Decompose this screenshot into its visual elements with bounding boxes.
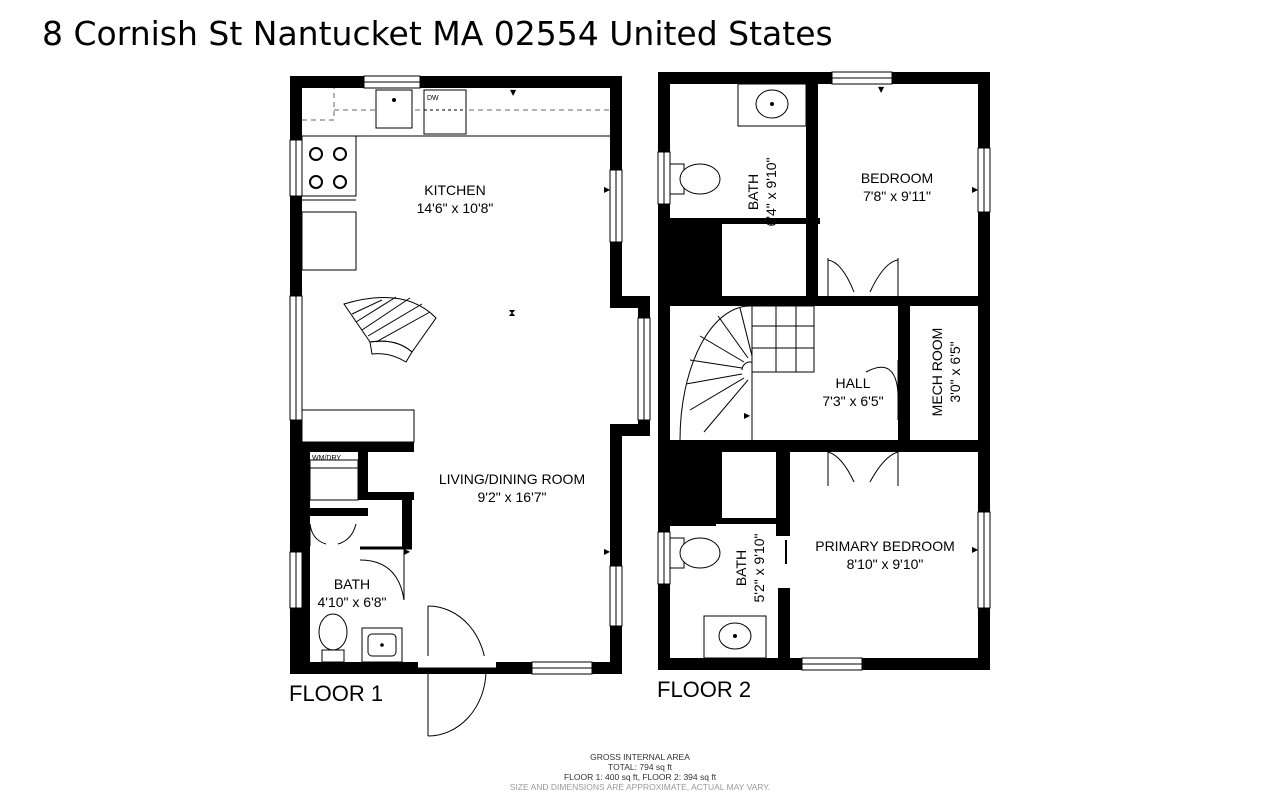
- room-dimensions: 9'2" x 16'7": [478, 489, 547, 505]
- room-dimensions: 14'6" x 10'8": [417, 200, 494, 216]
- dishwasher-icon: [423, 89, 467, 135]
- room-name: BEDROOM: [861, 170, 933, 186]
- svg-text:▶: ▶: [744, 411, 751, 420]
- svg-text:▲: ▲: [856, 441, 863, 450]
- floor1-wall-top: [290, 76, 622, 88]
- area-total: TOTAL: 794 sq ft: [608, 762, 672, 772]
- room-dimensions: 7'8" x 9'11": [863, 188, 931, 204]
- room-dimensions: 8'10" x 9'10": [847, 556, 924, 572]
- svg-text:▲: ▲: [718, 657, 725, 666]
- room-name: MECH ROOM: [929, 328, 945, 417]
- page-title: 8 Cornish St Nantucket MA 02554 United S…: [42, 14, 833, 53]
- room-name: KITCHEN: [424, 182, 485, 198]
- room-name: BATH: [745, 174, 761, 210]
- room-dimensions: 5'2" x 9'10": [751, 533, 767, 602]
- stove-icon: [301, 135, 357, 197]
- toilet-icon: [318, 613, 348, 663]
- laundry-label: WM/DRY: [312, 455, 341, 462]
- area-summary: GROSS INTERNAL AREA TOTAL: 794 sq ft FLO…: [0, 752, 1280, 792]
- svg-text:▶: ▶: [604, 185, 611, 194]
- area-heading: GROSS INTERNAL AREA: [590, 752, 690, 762]
- room-name: BATH: [733, 550, 749, 586]
- room-name: PRIMARY BEDROOM: [815, 538, 955, 554]
- floor-label: FLOOR 2: [657, 677, 751, 702]
- svg-text:▼: ▼: [510, 88, 517, 97]
- room-dimensions: 4'10" x 6'8": [318, 594, 387, 610]
- room-dimensions: 3'0" x 6'5": [947, 341, 963, 402]
- entry-door-icon: [418, 605, 496, 737]
- room-dimensions: 7'3" x 6'5": [822, 393, 883, 409]
- refrigerator-icon: [301, 211, 357, 271]
- svg-text:▲: ▲: [322, 661, 329, 670]
- stair-icon: [343, 296, 437, 363]
- svg-text:▲: ▲: [856, 295, 863, 304]
- svg-text:⧗: ⧗: [508, 308, 515, 319]
- room-name: BATH: [334, 576, 370, 592]
- svg-text:▲: ▲: [878, 657, 885, 666]
- area-disclaimer: SIZE AND DIMENSIONS ARE APPROXIMATE, ACT…: [509, 782, 771, 792]
- floor1-wall-right-lower: [610, 424, 622, 674]
- dishwasher-label: DW: [427, 95, 439, 102]
- area-floors: FLOOR 1: 400 sq ft, FLOOR 2: 394 sq ft: [563, 772, 717, 782]
- svg-text:▶: ▶: [404, 547, 411, 556]
- svg-text:▶: ▶: [972, 185, 979, 194]
- floor-label: FLOOR 1: [289, 681, 383, 706]
- room-dimensions: 6'4" x 9'10": [763, 157, 779, 226]
- toilet-icon: [669, 537, 721, 569]
- kitchen-sink-icon: [375, 89, 413, 129]
- svg-text:▼: ▼: [878, 85, 885, 94]
- floor-1-plan: DW ⧗ WM/DRY: [289, 75, 651, 737]
- svg-text:▲: ▲: [510, 661, 517, 670]
- svg-text:▶: ▶: [972, 545, 979, 554]
- svg-text:▶: ▶: [604, 547, 611, 556]
- toilet-icon: [669, 163, 721, 195]
- floor-2-plan: ▼ ▶ ▶ ▲ ▲ ▲ ▶ ▲ BATH 6'4" x 9'10" BEDROO…: [657, 71, 991, 702]
- washer-dryer-icon: [309, 459, 359, 501]
- stair-icon: [679, 305, 815, 441]
- room-name: HALL: [835, 375, 870, 391]
- room-name: LIVING/DINING ROOM: [439, 471, 585, 487]
